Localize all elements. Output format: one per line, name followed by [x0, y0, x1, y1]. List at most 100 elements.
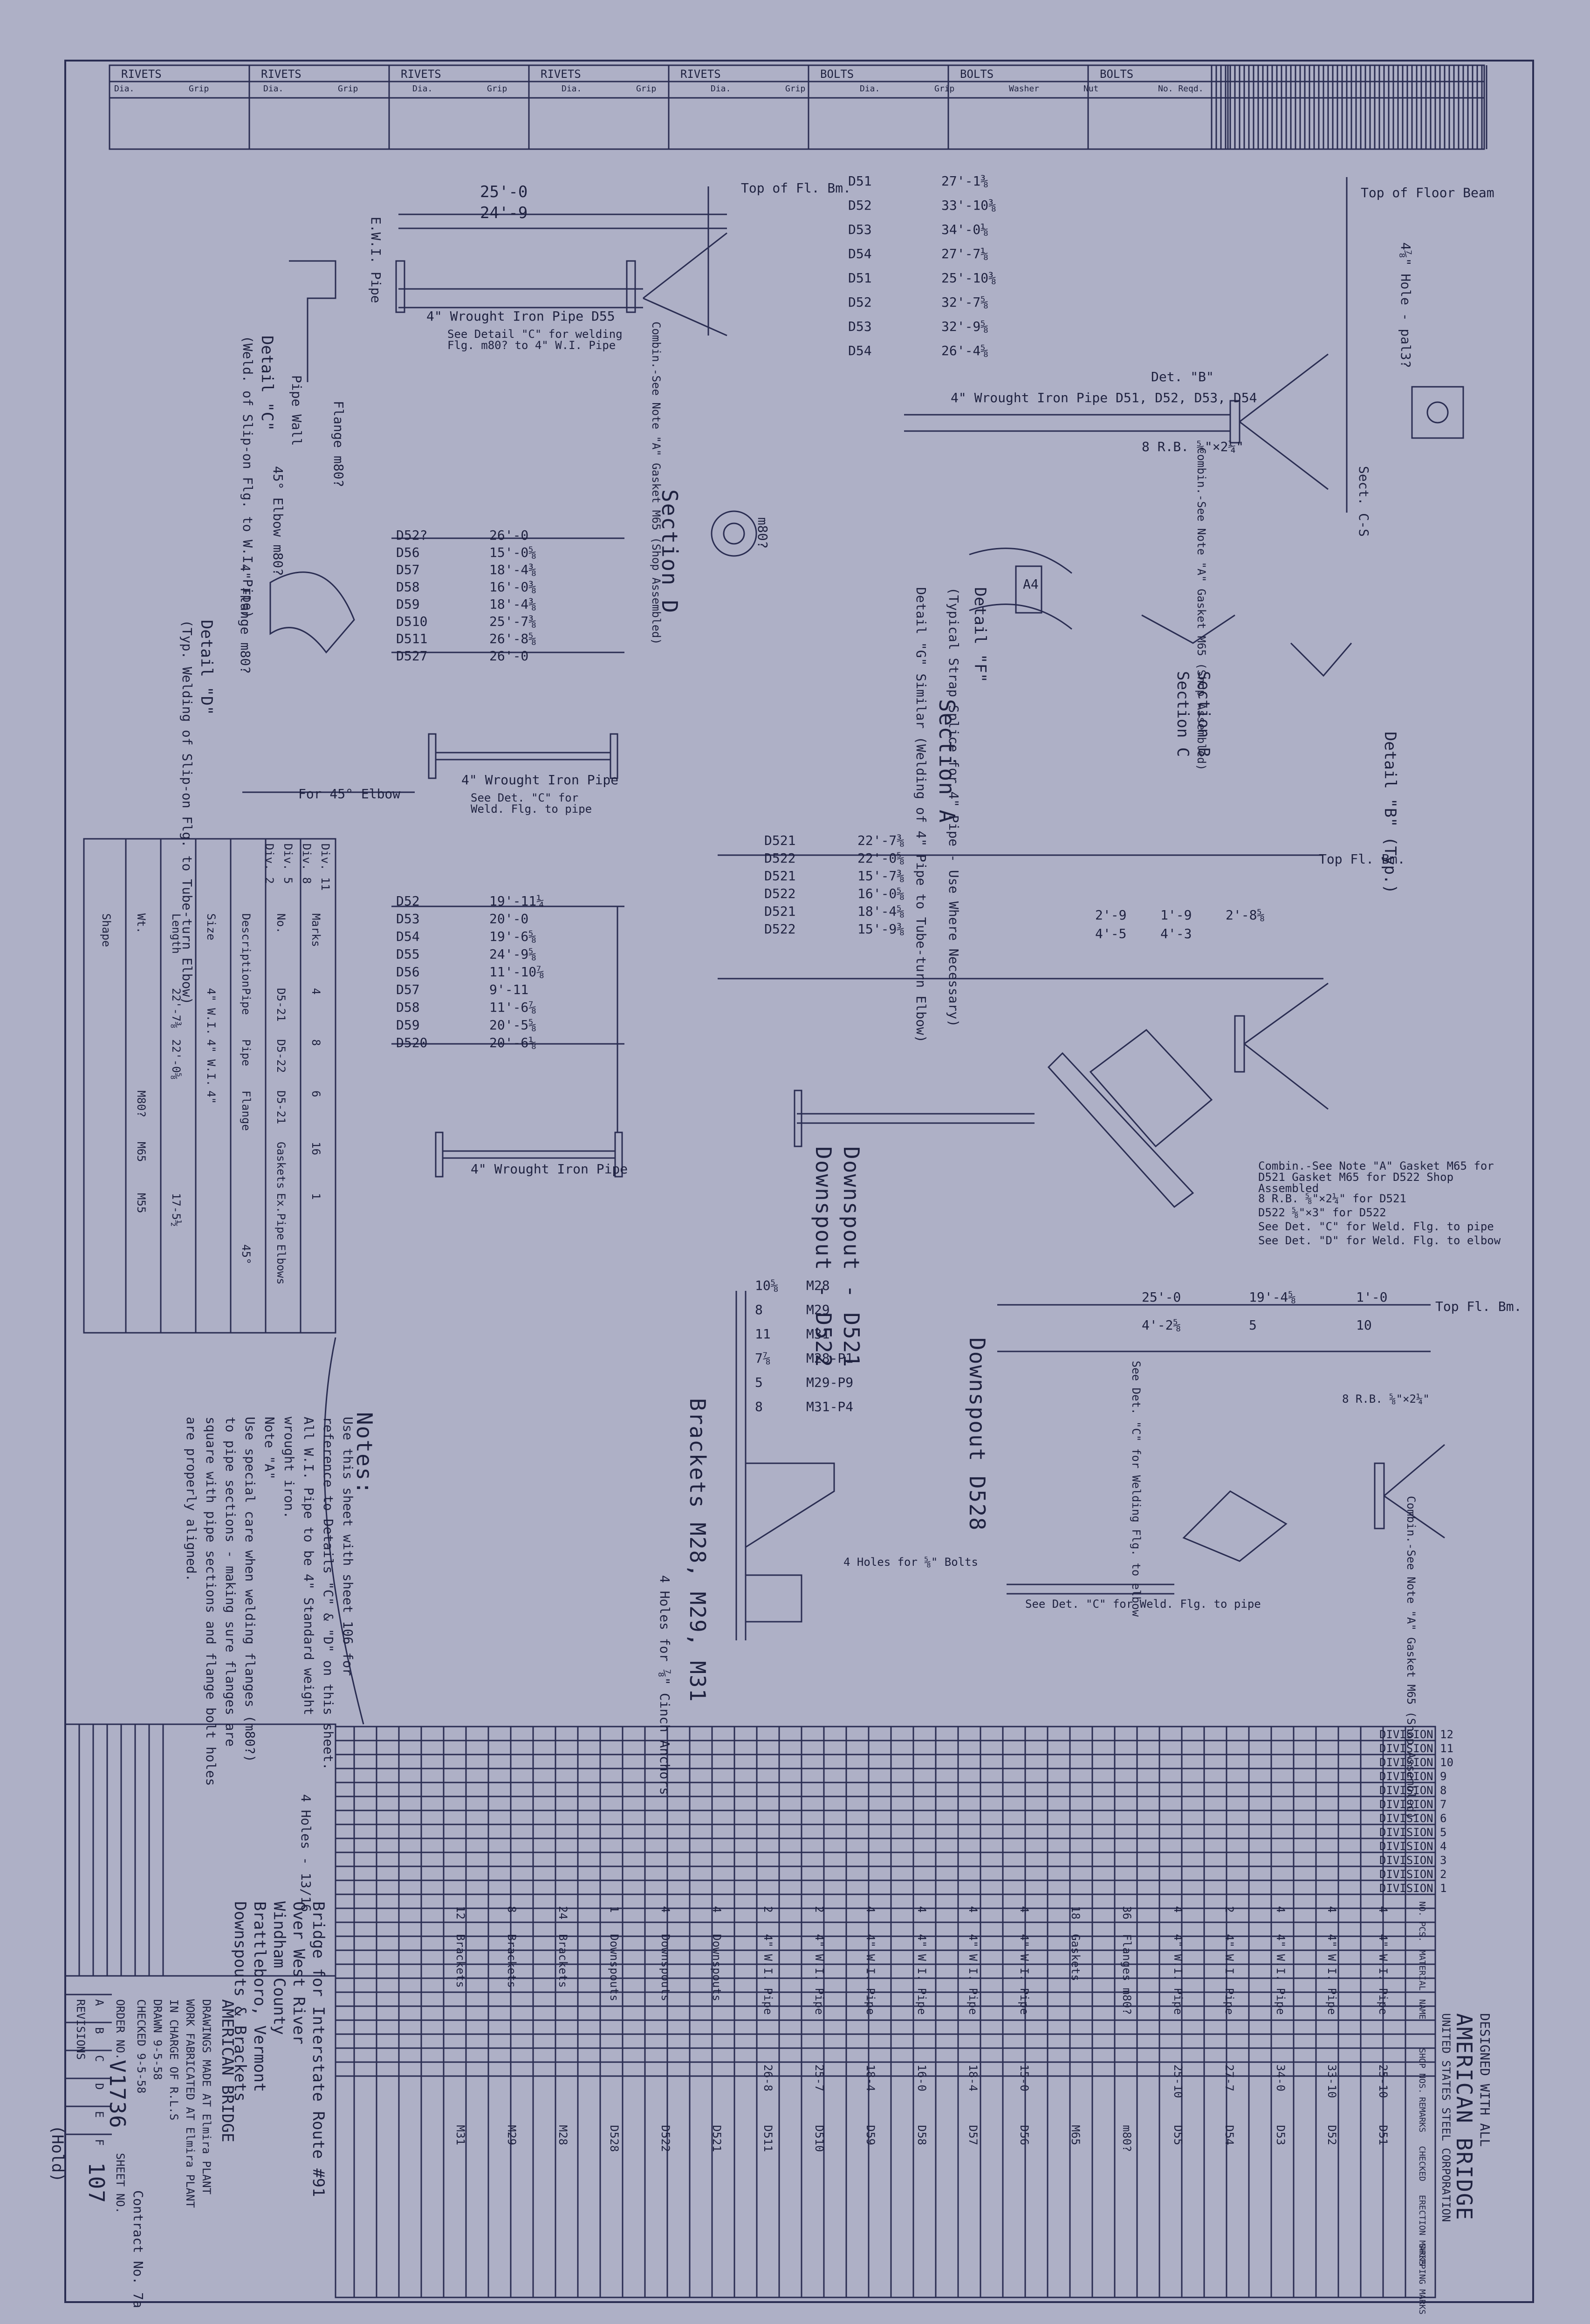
detail-g-similar: Detail "G" Similar (Welding of 4" Pipe t… [913, 587, 929, 1043]
sched1-length: 18'-4⅜ [489, 562, 537, 577]
bill-header: MATERIAL [1417, 1950, 1427, 1991]
bill-mark: D56 [1018, 2125, 1031, 2146]
detail-b-typ: Detail "B" (Typ.) [1381, 732, 1399, 894]
note-line: All W.I. Pipe to be 4" Standard weight [301, 1417, 316, 1715]
section-d-label: Section D [657, 489, 682, 614]
bill-length: 18-4 [864, 2064, 877, 2091]
division-label: DIVISION 3 [1379, 1854, 1447, 1867]
mid-table-header: Wt. [135, 913, 148, 934]
trv-length: 34'-0⅛ [941, 222, 989, 237]
mid-table-header: Description [240, 913, 253, 987]
bill-no-pcs: 1 [608, 1906, 621, 1913]
ds528-weld-note-1: See Det. "C" for Welding Flg. to elbow [1130, 1361, 1143, 1617]
ds528-top-label: Top Fl. Bm. [1435, 1299, 1522, 1314]
section-c-label: Section C [1173, 671, 1192, 757]
division-label: DIVISION 12 [1379, 1728, 1453, 1741]
trv-mark: D53 [848, 319, 872, 334]
header-group-title: RIVETS [401, 68, 441, 81]
bill-mark: D51 [1377, 2125, 1390, 2146]
pipe-label-d55: 4" Wrought Iron Pipe D55 [426, 308, 615, 324]
header-group-title: RIVETS [121, 68, 162, 81]
project-line: Windham County [270, 1901, 288, 2035]
hole-note: 4⅞" Hole - pal3? [1398, 242, 1413, 368]
trv-mark: D54 [848, 246, 872, 261]
bill-mark: M29 [505, 2125, 518, 2146]
sched1-mark: D57 [396, 562, 420, 577]
ds521-bolt-note-1: 8 R.B. ⅝"×2¼" for D521 [1258, 1192, 1406, 1205]
mid-table-cell: 16 [309, 1142, 322, 1155]
sched1-length: 18'-4⅜ [489, 596, 537, 612]
ds521-length: 22'-7⅜ [857, 833, 905, 848]
ds521-subdim: 4'-3 [1160, 926, 1192, 941]
trv-length: 27'-7⅛ [941, 246, 989, 261]
mid-table-header: Length [170, 913, 183, 954]
sched2-mark: D52 [396, 893, 420, 909]
revision-letter: D [93, 2083, 106, 2090]
sched2-mark: D520 [396, 1035, 428, 1050]
notes-title: Notes: [352, 1412, 377, 1495]
bill-no-pcs: 4 [1377, 1906, 1390, 1913]
sched2-pipe-label: 4" Wrought Iron Pipe [471, 1161, 628, 1177]
bracket-dim: 8 [755, 1399, 763, 1414]
division-label: DIVISION 5 [1379, 1826, 1447, 1839]
bill-part: 4" W.I. Pipe [1223, 1934, 1236, 2015]
brackets-title: Brackets M28, M29, M31 [685, 1398, 710, 1703]
bill-part: Downspouts [710, 1934, 723, 2002]
sched1-mark: D56 [396, 545, 420, 560]
sched2-mark: D54 [396, 929, 420, 944]
bracket-dim: 11 [755, 1326, 771, 1342]
ds528-weld-note-2: See Det. "C" for Weld. Flg. to pipe [1025, 1597, 1261, 1611]
sched2-mark: D55 [396, 946, 420, 962]
mid-table-cell: 1 [309, 1193, 322, 1200]
bill-no-pcs: 18 [1069, 1906, 1082, 1920]
bill-header: SHIPPING MARKS [1417, 2244, 1427, 2315]
note-line: are properly aligned. [184, 1417, 199, 1582]
note-line: Use this sheet with sheet 106 for [340, 1417, 356, 1676]
bill-no-pcs: 4 [1018, 1906, 1031, 1913]
bill-no-pcs: 4 [1274, 1906, 1287, 1913]
bracket-dim: 5 [755, 1375, 763, 1390]
note-line: Use special care when welding flanges (m… [242, 1417, 258, 1762]
sched2-mark: D57 [396, 982, 420, 997]
project-line: Brattleboro, Vermont [250, 1901, 269, 2092]
bill-no-pcs: 2 [761, 1906, 774, 1913]
bill-length: 25-10 [1377, 2064, 1390, 2098]
ds521-length: 16'-0⅝ [857, 886, 905, 901]
ds521-top-label: Top Fl. Bm. [1319, 851, 1405, 867]
revision-letter: E [93, 2111, 106, 2118]
order-label: ORDER NO. [114, 1999, 127, 2060]
ds521-subdim: 2'-8⅝ [1226, 907, 1265, 923]
detail-d-elbow: 45° Elbow m80? [270, 466, 286, 576]
bill-part: 4" W.I. Pipe [915, 1934, 928, 2015]
mid-table-cell: 4" [205, 1090, 218, 1104]
bill-length: 26-8 [761, 2064, 774, 2091]
mid-table-cell: 8 [309, 1039, 322, 1046]
mid-table-cell: 22'-0⅝ [170, 1039, 183, 1080]
note-line: reference to Details "C" & "D" on this s… [321, 1417, 336, 1770]
section-a-label: Section A [934, 699, 959, 824]
bill-mark: M31 [454, 2125, 467, 2146]
ds521-weld-note-2: See Det. "D" for Weld. Flg. to elbow [1258, 1234, 1501, 1247]
section-d-mark: m80? [755, 517, 770, 549]
bill-length: 15-0 [1018, 2064, 1031, 2091]
sched1-mark: D511 [396, 631, 428, 646]
sched1-weld-note: See Det. "C" for Weld. Flg. to pipe [471, 791, 592, 816]
detail-c-pipe: E.W.I. Pipe [368, 217, 384, 303]
header-col-label: Dia. [114, 84, 135, 94]
detail-c-flange: Flange m80? [331, 401, 346, 487]
division-label: DIVISION 2 [1379, 1868, 1447, 1881]
bill-no-pcs: 24 [556, 1906, 569, 1920]
sched1-mark: D59 [396, 596, 420, 612]
mid-table-cell: M55 [135, 1193, 148, 1213]
bill-mark: m80? [1120, 2125, 1133, 2152]
plant-line: DRAWINGS MADE AT Elmira PLANT [200, 1999, 213, 2195]
sched1-length: 26'-0 [489, 648, 529, 664]
sched2-length: 20'-0 [489, 911, 529, 926]
sched2-mark: D53 [396, 911, 420, 926]
bill-part: Downspouts [608, 1934, 621, 2002]
bill-part: Brackets [556, 1934, 569, 1988]
bracket-mark: M28-P1 [806, 1351, 854, 1366]
bill-no-pcs: 4 [710, 1906, 723, 1913]
header-col-label: Grip [636, 84, 657, 94]
